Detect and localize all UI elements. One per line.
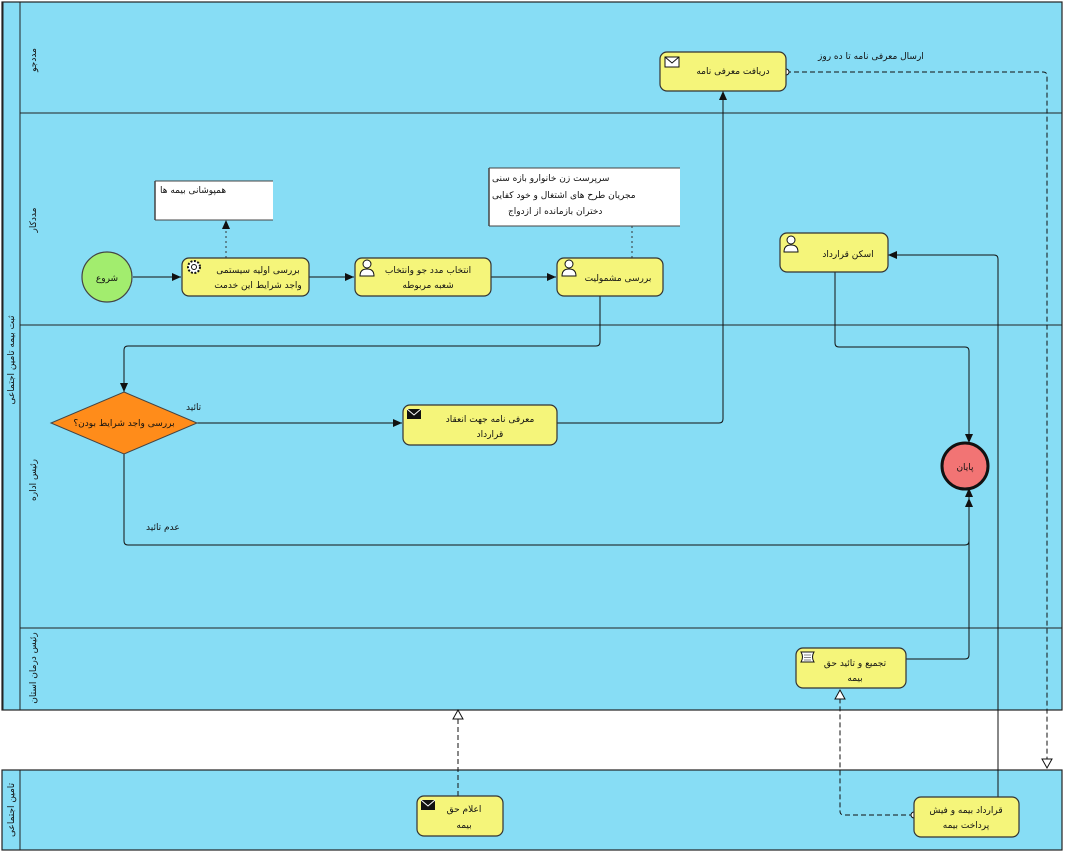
- filled-envelope-icon: [420, 799, 436, 810]
- envelope-icon: [664, 56, 680, 68]
- annotation-criteria-line-1: سرپرست زن خانوارو بازه سنی: [492, 174, 609, 184]
- annotation-coverage-criteria: سرپرست زن خانوارو بازه سنی مجریان طرح ها…: [488, 167, 680, 227]
- task-contract-receipt-line-1: قرارداد بیمه و فیش: [929, 806, 1002, 816]
- bottom-pool-title: تامین اجتماعی: [7, 782, 17, 837]
- main-pool: ثبت بیمه تامین اجتماعی مددجو مددکار رئیس…: [1, 1, 1063, 711]
- lane-label-office-head: رئیس اداره: [29, 459, 39, 501]
- task-initial-check[interactable]: بررسی اولیه سیستمی واجد شرایط این خدمت: [181, 257, 310, 297]
- annotation-insurance-coverage: همپوشانی بیمه ها: [154, 180, 273, 221]
- main-pool-title: ثبت بیمه تامین اجتماعی: [7, 315, 17, 405]
- task-check-coverage[interactable]: بررسی مشمولیت: [556, 257, 664, 297]
- flow-label-send-letter: ارسال معرفی نامه تا ده روز: [817, 52, 924, 62]
- end-event-label: پایان: [956, 463, 974, 473]
- task-contract-receipt[interactable]: قرارداد بیمه و فیش پرداخت بیمه: [913, 796, 1020, 838]
- task-receive-letter[interactable]: دریافت معرفی نامه: [659, 51, 787, 92]
- task-scan-contract-label: اسکن قرارداد: [822, 250, 873, 260]
- start-event[interactable]: شروع: [81, 251, 133, 303]
- lane-label-provincial-health-head: رئیس درمان استان: [29, 632, 39, 703]
- user-icon: [359, 259, 375, 277]
- gear-icon: [187, 260, 201, 274]
- task-select-branch[interactable]: انتخاب مدد جو وانتخاب شعبه مربوطه: [354, 257, 492, 297]
- task-announce-premium-line-2: بیمه: [456, 821, 471, 831]
- end-event[interactable]: پایان: [940, 441, 990, 491]
- task-check-coverage-label: بررسی مشمولیت: [585, 274, 652, 284]
- task-initial-check-line-2: واجد شرایط این خدمت: [214, 281, 302, 291]
- flow-label-reject: عدم تائید: [146, 523, 180, 533]
- task-collect-confirm[interactable]: تجمیع و تائید حق بیمه: [795, 647, 907, 689]
- bottom-pool: تامین اجتماعی: [1, 769, 1063, 851]
- task-scan-contract[interactable]: اسکن قرارداد: [779, 232, 889, 273]
- filled-envelope-icon: [406, 408, 422, 419]
- task-contract-receipt-line-2: پرداخت بیمه: [943, 821, 990, 831]
- task-select-branch-line-1: انتخاب مدد جو وانتخاب: [385, 266, 471, 276]
- annotation-criteria-line-2: مجریان طرح های اشتغال و خود کفایی: [492, 191, 636, 201]
- gateway-label: بررسی واجد شرایط بودن؟: [73, 419, 174, 429]
- annotation-criteria-line-3: دختران بازمانده از ازدواج: [508, 207, 602, 217]
- user-icon: [783, 235, 799, 253]
- script-icon: [800, 651, 815, 663]
- lane-label-social-worker: مددکار: [29, 207, 39, 233]
- task-collect-confirm-line-2: بیمه: [847, 674, 862, 684]
- start-event-label: شروع: [96, 274, 118, 284]
- task-announce-premium-line-1: اعلام حق: [447, 805, 482, 815]
- task-announce-premium[interactable]: اعلام حق بیمه: [416, 795, 504, 837]
- task-intro-letter[interactable]: معرفی نامه جهت انعقاد قرارداد: [402, 404, 558, 446]
- association-lines: [222, 220, 633, 258]
- task-intro-letter-line-2: قرارداد: [477, 430, 504, 440]
- task-receive-letter-label: دریافت معرفی نامه: [696, 67, 769, 77]
- annotation-insurance-coverage-text: همپوشانی بیمه ها: [160, 186, 226, 196]
- message-flows: [452, 68, 1053, 819]
- lane-label-client: مددجو: [29, 48, 39, 73]
- task-select-branch-line-2: شعبه مربوطه: [402, 281, 453, 291]
- task-intro-letter-line-1: معرفی نامه جهت انعقاد: [446, 415, 535, 425]
- task-initial-check-line-1: بررسی اولیه سیستمی: [216, 266, 299, 276]
- eligibility-gateway[interactable]: بررسی واجد شرایط بودن؟: [49, 391, 199, 455]
- task-collect-confirm-line-1: تجمیع و تائید حق: [824, 659, 887, 669]
- user-icon: [561, 259, 577, 277]
- flow-label-approve: تائید: [186, 403, 202, 413]
